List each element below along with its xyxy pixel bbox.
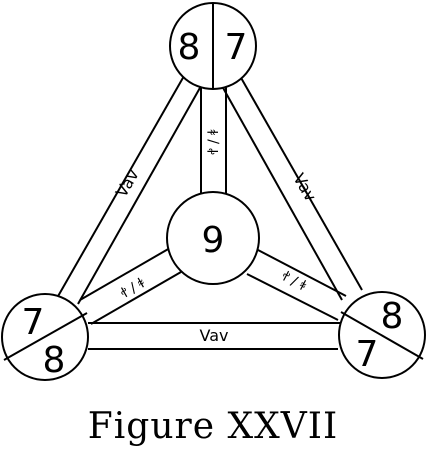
path-label-inner-top: ꬷ / ꬸ: [206, 129, 222, 156]
node-center-number: 9: [202, 220, 225, 261]
path-outer-right: [221, 75, 363, 301]
path-inner-right: [246, 249, 347, 321]
node-bottom-left-lower-number: 8: [43, 340, 66, 381]
node-bottom-left-divider: [3, 312, 88, 361]
node-top-left-number: 8: [178, 27, 201, 68]
node-top-right-number: 7: [225, 27, 248, 68]
path-outer-bottom: [88, 322, 340, 350]
path-inner-top: [200, 87, 227, 195]
path-inner-left: [79, 247, 182, 325]
node-bottom-right-upper-number: 8: [381, 296, 404, 337]
path-label-outer-right: Vav: [289, 170, 320, 205]
path-label-inner-left: ꬷ / ꬸ: [117, 275, 148, 302]
path-label-outer-bottom: Vav: [200, 326, 229, 345]
node-bottom-left-upper-number: 7: [22, 302, 45, 343]
path-label-inner-right: ꬷ / ꬸ: [278, 268, 309, 295]
path-outer-left: [56, 75, 202, 305]
node-bottom-right-divider: [340, 311, 424, 360]
node-bottom-right-lower-number: 7: [356, 334, 379, 375]
figure-caption: Figure XXVII: [87, 406, 339, 447]
node-center: [166, 191, 260, 285]
